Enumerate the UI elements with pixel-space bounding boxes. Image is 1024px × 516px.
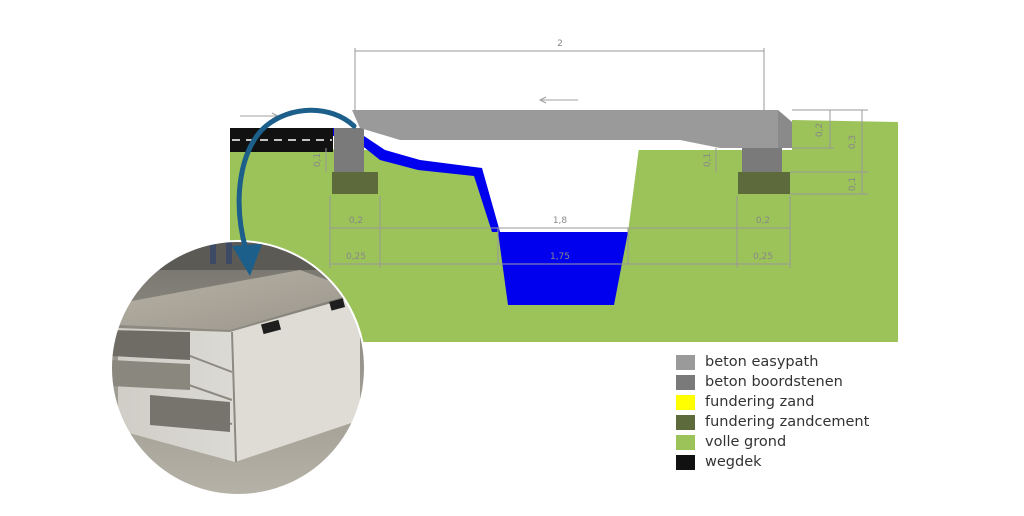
dim-curb-gap-left: 0,1 <box>313 153 323 167</box>
legend-label: volle grond <box>705 434 787 450</box>
dim-water-width: 1,75 <box>550 252 570 262</box>
dim-total-height: 0,3 <box>848 135 858 149</box>
dim-left-foundation-width: 0,25 <box>346 252 366 262</box>
legend-swatch <box>676 454 695 470</box>
legend-label: beton easypath <box>705 354 819 370</box>
legend-item: fundering zand <box>676 392 869 412</box>
curved-arrow-head <box>232 244 262 276</box>
left-curb <box>334 128 364 172</box>
legend-label: fundering zand <box>705 394 815 410</box>
photo-border <box>110 240 366 496</box>
flow-arrows <box>240 96 578 120</box>
dim-inner-width: 1,8 <box>553 216 568 226</box>
legend-label: wegdek <box>705 454 762 470</box>
legend-item: volle grond <box>676 432 869 452</box>
legend-swatch <box>676 374 695 390</box>
right-foundation <box>738 172 790 194</box>
legend-swatch <box>676 354 695 370</box>
dim-slab-thickness: 0,2 <box>815 123 825 137</box>
left-foundation <box>332 172 378 194</box>
channel-cutout <box>358 136 640 232</box>
dimension-lines <box>325 48 868 268</box>
slab-bevel <box>778 110 792 148</box>
legend-item: fundering zandcement <box>676 412 869 432</box>
legend-item: beton easypath <box>676 352 869 372</box>
legend-item: wegdek <box>676 452 869 472</box>
legend-label: fundering zandcement <box>705 414 870 430</box>
dim-foundation-height: 0,1 <box>848 177 858 191</box>
dim-right-foundation-width: 0,25 <box>753 252 773 262</box>
curved-arrow <box>236 107 357 253</box>
legend-swatch <box>676 414 695 430</box>
legend-swatch <box>676 434 695 450</box>
water-body <box>498 232 628 305</box>
legend: beton easypath beton boordstenen fundering… <box>676 352 869 472</box>
channel-lining <box>332 128 500 232</box>
legend-item: beton boordstenen <box>676 372 869 392</box>
legend-swatch <box>676 394 695 410</box>
dim-right-curb-width: 0,2 <box>756 216 770 226</box>
product-photo <box>111 241 365 495</box>
right-bank <box>628 162 738 232</box>
dim-curb-gap-right: 0,1 <box>703 153 713 167</box>
dim-total-width: 2 <box>557 39 563 49</box>
dim-left-curb-width: 0,2 <box>349 216 363 226</box>
easypath-slab <box>352 110 792 148</box>
legend-label: beton boordstenen <box>705 374 843 390</box>
